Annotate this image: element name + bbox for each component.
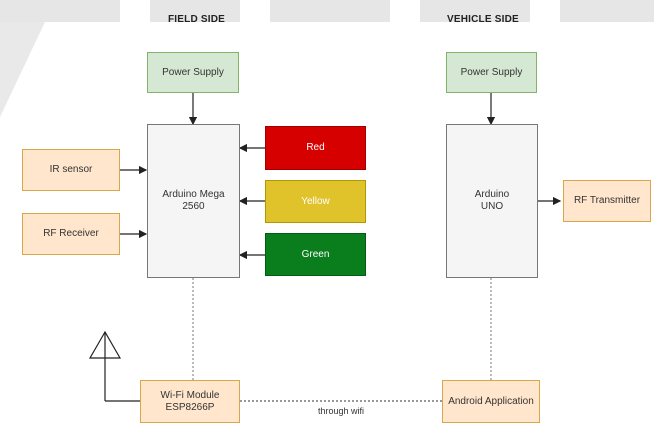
background-shape: [0, 22, 45, 117]
red-light-box: Red: [265, 126, 366, 170]
background-shape: [560, 0, 654, 22]
arduino-mega-box: Arduino Mega 2560: [147, 124, 240, 278]
arduino-uno-box: Arduino UNO: [446, 124, 538, 278]
green-light-box: Green: [265, 233, 366, 276]
background-shape: [150, 0, 240, 22]
field-side-header: FIELD SIDE: [168, 14, 226, 25]
background-shape: [0, 0, 120, 22]
android-application-box: Android Application: [442, 380, 540, 423]
ir-sensor-box: IR sensor: [22, 149, 120, 191]
wifi-module-box: Wi-Fi Module ESP8266P: [140, 380, 240, 423]
through-wifi-label: through wifi: [318, 406, 365, 416]
yellow-light-box: Yellow: [265, 180, 366, 223]
vehicle-power-supply-box: Power Supply: [446, 52, 537, 93]
antenna-icon: [88, 330, 140, 402]
background-shape: [270, 0, 390, 22]
background-shape: [420, 0, 530, 22]
field-power-supply-box: Power Supply: [147, 52, 239, 93]
rf-receiver-box: RF Receiver: [22, 213, 120, 255]
vehicle-side-header: VEHICLE SIDE: [447, 14, 519, 25]
rf-transmitter-box: RF Transmitter: [563, 180, 651, 222]
